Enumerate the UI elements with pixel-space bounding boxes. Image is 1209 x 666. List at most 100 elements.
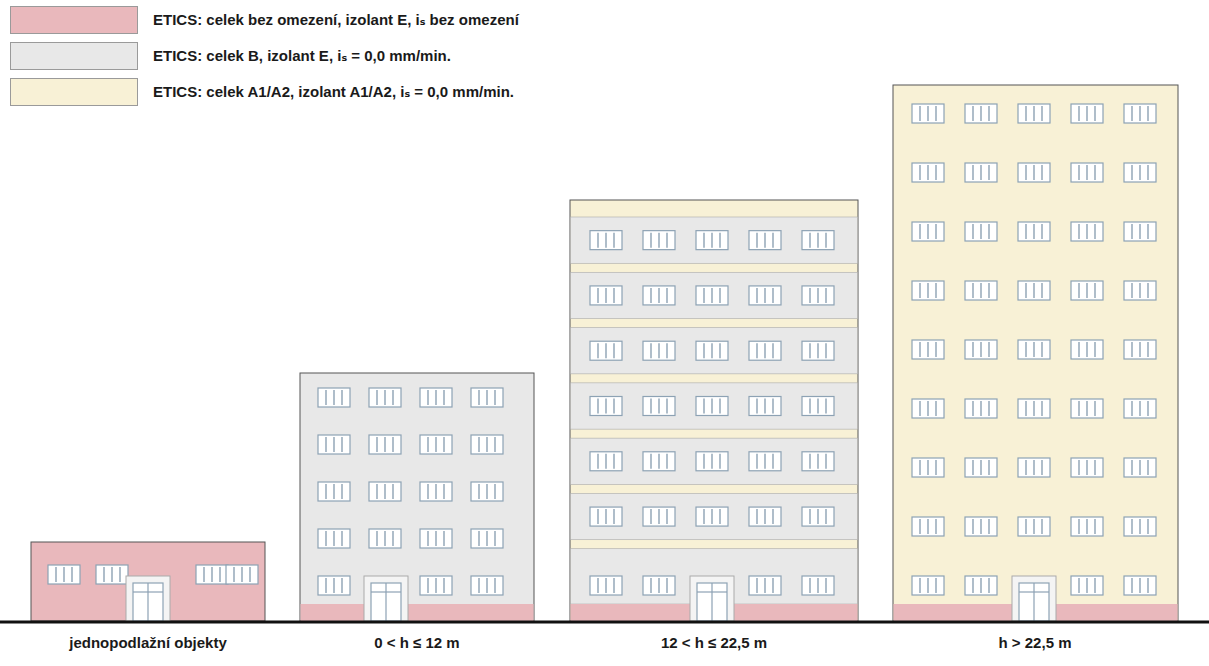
window bbox=[802, 397, 834, 416]
floor-band bbox=[571, 217, 858, 263]
legend-text: ETICS: celek bez omezení, izolant E, iₛ … bbox=[153, 11, 519, 29]
window-mullion bbox=[825, 578, 826, 593]
window-mullion bbox=[756, 233, 757, 248]
window-mullion bbox=[1025, 519, 1026, 534]
window-mullion bbox=[980, 401, 981, 416]
window-mullion bbox=[1041, 401, 1042, 416]
door bbox=[371, 583, 401, 621]
window bbox=[590, 576, 622, 595]
window-mullion bbox=[658, 343, 659, 358]
window bbox=[1018, 281, 1050, 300]
window bbox=[1018, 222, 1050, 241]
window-mullion bbox=[486, 437, 487, 452]
window-mullion bbox=[392, 437, 393, 452]
window-mullion bbox=[756, 288, 757, 303]
window bbox=[965, 222, 997, 241]
window bbox=[965, 517, 997, 536]
window-mullion bbox=[1078, 224, 1079, 239]
window-mullion bbox=[1131, 283, 1132, 298]
window-mullion bbox=[1131, 401, 1132, 416]
window bbox=[471, 482, 503, 501]
window-mullion bbox=[1094, 224, 1095, 239]
window-mullion bbox=[1033, 460, 1034, 475]
window-mullion bbox=[613, 578, 614, 593]
door-mullion bbox=[147, 583, 148, 621]
window-mullion bbox=[1025, 283, 1026, 298]
window-mullion bbox=[817, 399, 818, 414]
window-mullion bbox=[1041, 165, 1042, 180]
window-mullion bbox=[1033, 283, 1034, 298]
window bbox=[1071, 163, 1103, 182]
window bbox=[643, 231, 675, 250]
window-mullion bbox=[809, 288, 810, 303]
window bbox=[420, 482, 452, 501]
window bbox=[696, 341, 728, 360]
window-mullion bbox=[597, 509, 598, 524]
window-mullion bbox=[1033, 342, 1034, 357]
window-mullion bbox=[1078, 460, 1079, 475]
window bbox=[1018, 340, 1050, 359]
window-mullion bbox=[613, 399, 614, 414]
window-mullion bbox=[825, 233, 826, 248]
window-mullion bbox=[825, 509, 826, 524]
door-frame bbox=[1012, 576, 1056, 621]
window-mullion bbox=[1147, 519, 1148, 534]
window bbox=[369, 435, 401, 454]
window-mullion bbox=[1041, 106, 1042, 121]
window-mullion bbox=[980, 460, 981, 475]
window-mullion bbox=[825, 288, 826, 303]
window-mullion bbox=[341, 484, 342, 499]
window-mullion bbox=[935, 342, 936, 357]
window bbox=[1071, 576, 1103, 595]
window-mullion bbox=[376, 437, 377, 452]
window-mullion bbox=[443, 578, 444, 593]
window-mullion bbox=[435, 531, 436, 546]
window bbox=[318, 388, 350, 407]
window bbox=[912, 458, 944, 477]
window-mullion bbox=[1033, 224, 1034, 239]
window bbox=[802, 507, 834, 526]
window-mullion bbox=[1094, 460, 1095, 475]
window-mullion bbox=[764, 399, 765, 414]
window-mullion bbox=[1086, 401, 1087, 416]
window bbox=[590, 452, 622, 471]
window bbox=[420, 388, 452, 407]
window-mullion bbox=[666, 578, 667, 593]
window-mullion bbox=[666, 233, 667, 248]
window-mullion bbox=[119, 567, 120, 582]
window-mullion bbox=[1078, 519, 1079, 534]
window-mullion bbox=[972, 165, 973, 180]
window bbox=[96, 565, 128, 584]
window bbox=[912, 576, 944, 595]
window-mullion bbox=[376, 390, 377, 405]
window bbox=[965, 340, 997, 359]
window-mullion bbox=[825, 454, 826, 469]
window-mullion bbox=[719, 343, 720, 358]
window-mullion bbox=[919, 578, 920, 593]
window-mullion bbox=[919, 165, 920, 180]
window-mullion bbox=[650, 343, 651, 358]
legend-swatch bbox=[10, 42, 138, 70]
window-mullion bbox=[427, 484, 428, 499]
window-mullion bbox=[478, 437, 479, 452]
window bbox=[643, 507, 675, 526]
window-mullion bbox=[1147, 460, 1148, 475]
window bbox=[196, 565, 228, 584]
window bbox=[318, 529, 350, 548]
window bbox=[590, 341, 622, 360]
window-mullion bbox=[1086, 283, 1087, 298]
window-mullion bbox=[1086, 578, 1087, 593]
door-mullion bbox=[711, 583, 712, 621]
window-mullion bbox=[764, 233, 765, 248]
window-mullion bbox=[1139, 165, 1140, 180]
window-mullion bbox=[972, 578, 973, 593]
window-mullion bbox=[333, 578, 334, 593]
window bbox=[1071, 104, 1103, 123]
window bbox=[420, 576, 452, 595]
window bbox=[643, 576, 675, 595]
window-mullion bbox=[597, 288, 598, 303]
window-mullion bbox=[703, 288, 704, 303]
window bbox=[643, 397, 675, 416]
window-mullion bbox=[384, 531, 385, 546]
window bbox=[471, 576, 503, 595]
